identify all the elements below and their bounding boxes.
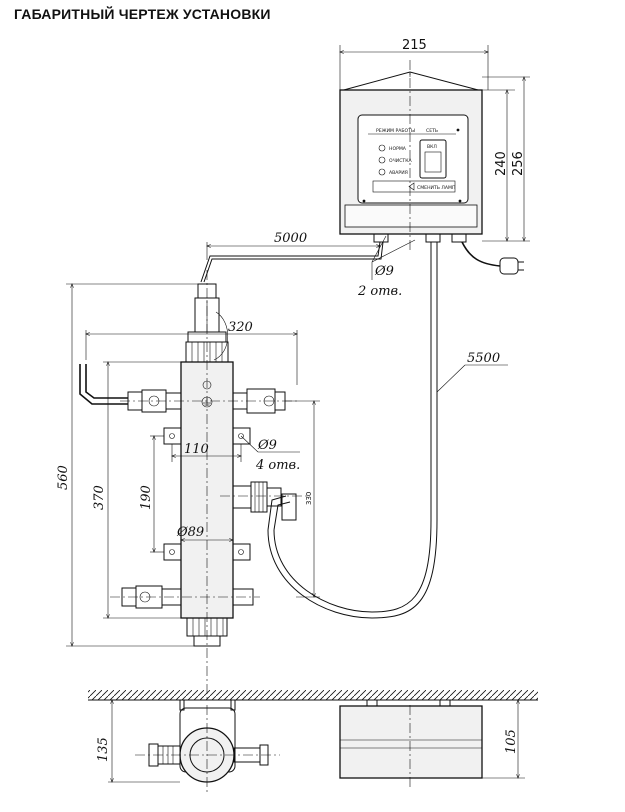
dim-mount-spacing-h: 110	[184, 442, 209, 457]
uv-unit-top-view: 135	[96, 699, 280, 795]
mode-heading: РЕЖИМ РАБОТЫ	[376, 128, 415, 134]
indicator-normal-label: НОРМА	[389, 146, 407, 152]
power-switch-label: ВКЛ	[427, 144, 437, 150]
dim-panel-width: 215	[402, 38, 427, 53]
dim-mount-hole-count: 4 отв.	[255, 458, 300, 473]
indicator-alarm-label: АВАРИЯ	[389, 170, 408, 176]
power-switch	[419, 139, 447, 179]
dim-wall-offset-panel: 105	[504, 729, 519, 754]
indicator-cleaning-label: ОЧИСТКА	[389, 158, 412, 164]
dim-mount-hole: Ø9	[257, 438, 277, 453]
dim-panel-hole-count: 2 отв.	[357, 284, 402, 299]
dim-panel-total-height: 256	[511, 151, 526, 176]
dim-outlet-height: 330	[305, 492, 313, 505]
sensor-cable: 5000	[200, 231, 384, 283]
dim-unit-width: 320	[228, 320, 253, 335]
dim-body-height: 370	[92, 485, 107, 510]
indicator-normal-icon	[378, 144, 386, 152]
dim-mount-spacing-v: 190	[139, 485, 154, 510]
change-lamp-label: СМЕНИТЬ ЛАМП	[417, 185, 455, 191]
control-panel: 215 РЕЖИМ РАБОТЫ СЕТЬ НОРМА ОЧИСТКА АВАР…	[339, 38, 530, 299]
dim-wall-offset-unit: 135	[96, 737, 111, 762]
uv-unit-front	[79, 270, 310, 700]
indicator-cleaning-icon	[378, 156, 386, 164]
change-lamp-button	[372, 180, 456, 193]
dim-panel-height: 240	[494, 151, 509, 176]
wall-section	[88, 690, 538, 701]
dim-sensor-cable: 5000	[274, 231, 307, 246]
dim-tube-diameter: Ø89	[176, 525, 204, 540]
dim-panel-hole: Ø9	[374, 264, 394, 279]
unit-dimensions: 320 110 Ø9 4 отв. Ø89 190 370 560 330	[56, 284, 320, 646]
drawing-title: ГАБАРИТНЫЙ ЧЕРТЕЖ УСТАНОВКИ	[14, 6, 271, 22]
control-panel-top-view: 105	[339, 699, 525, 790]
network-heading: СЕТЬ	[426, 128, 438, 134]
dim-overall-height: 560	[56, 465, 71, 490]
dim-power-cable: 5500	[467, 351, 500, 366]
indicator-alarm-icon	[378, 168, 386, 176]
power-plug-icon	[461, 241, 524, 275]
